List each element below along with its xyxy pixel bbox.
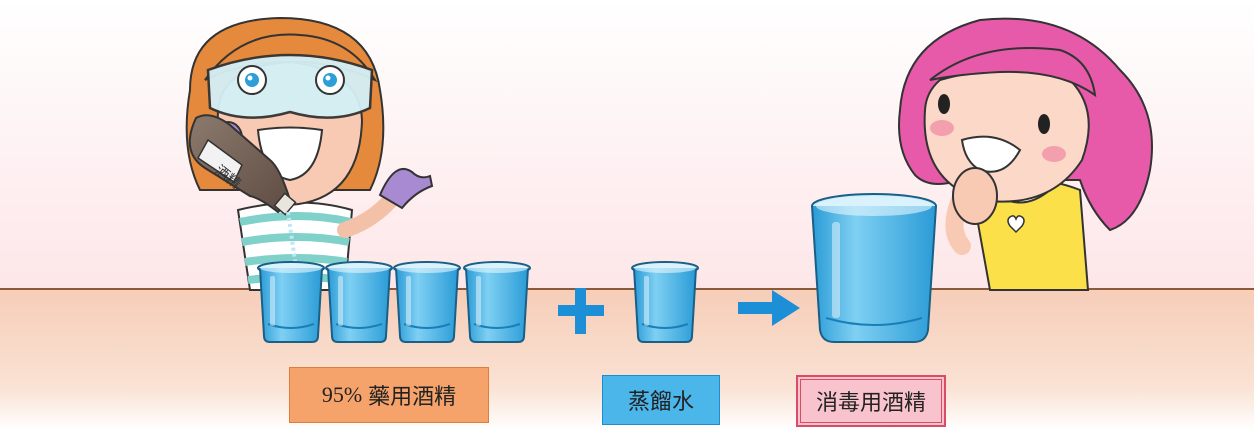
alcohol-bottle-icon: [188, 114, 297, 216]
beaker-icon-large: [811, 193, 937, 343]
alcohol-percent: 95%: [321, 382, 363, 407]
girl-pouring: 酒精: [185, 16, 434, 291]
arrow-right-icon: [738, 290, 800, 326]
alcohol-label: 95% 藥用酒精: [289, 367, 489, 423]
beaker-icon-2: [325, 261, 393, 343]
beaker-icon-4: [463, 261, 531, 343]
disinfecting-alcohol-label: 消毒用酒精: [796, 375, 946, 427]
alcohol-name: 藥用酒精: [368, 385, 457, 410]
beaker-icon-1: [257, 261, 325, 343]
girl-happy: [898, 17, 1153, 291]
beaker-icon-3: [393, 261, 461, 343]
distilled-water-label: 蒸餾水: [602, 375, 720, 425]
plus-icon: [558, 288, 604, 334]
beaker-icon-water: [631, 261, 699, 343]
